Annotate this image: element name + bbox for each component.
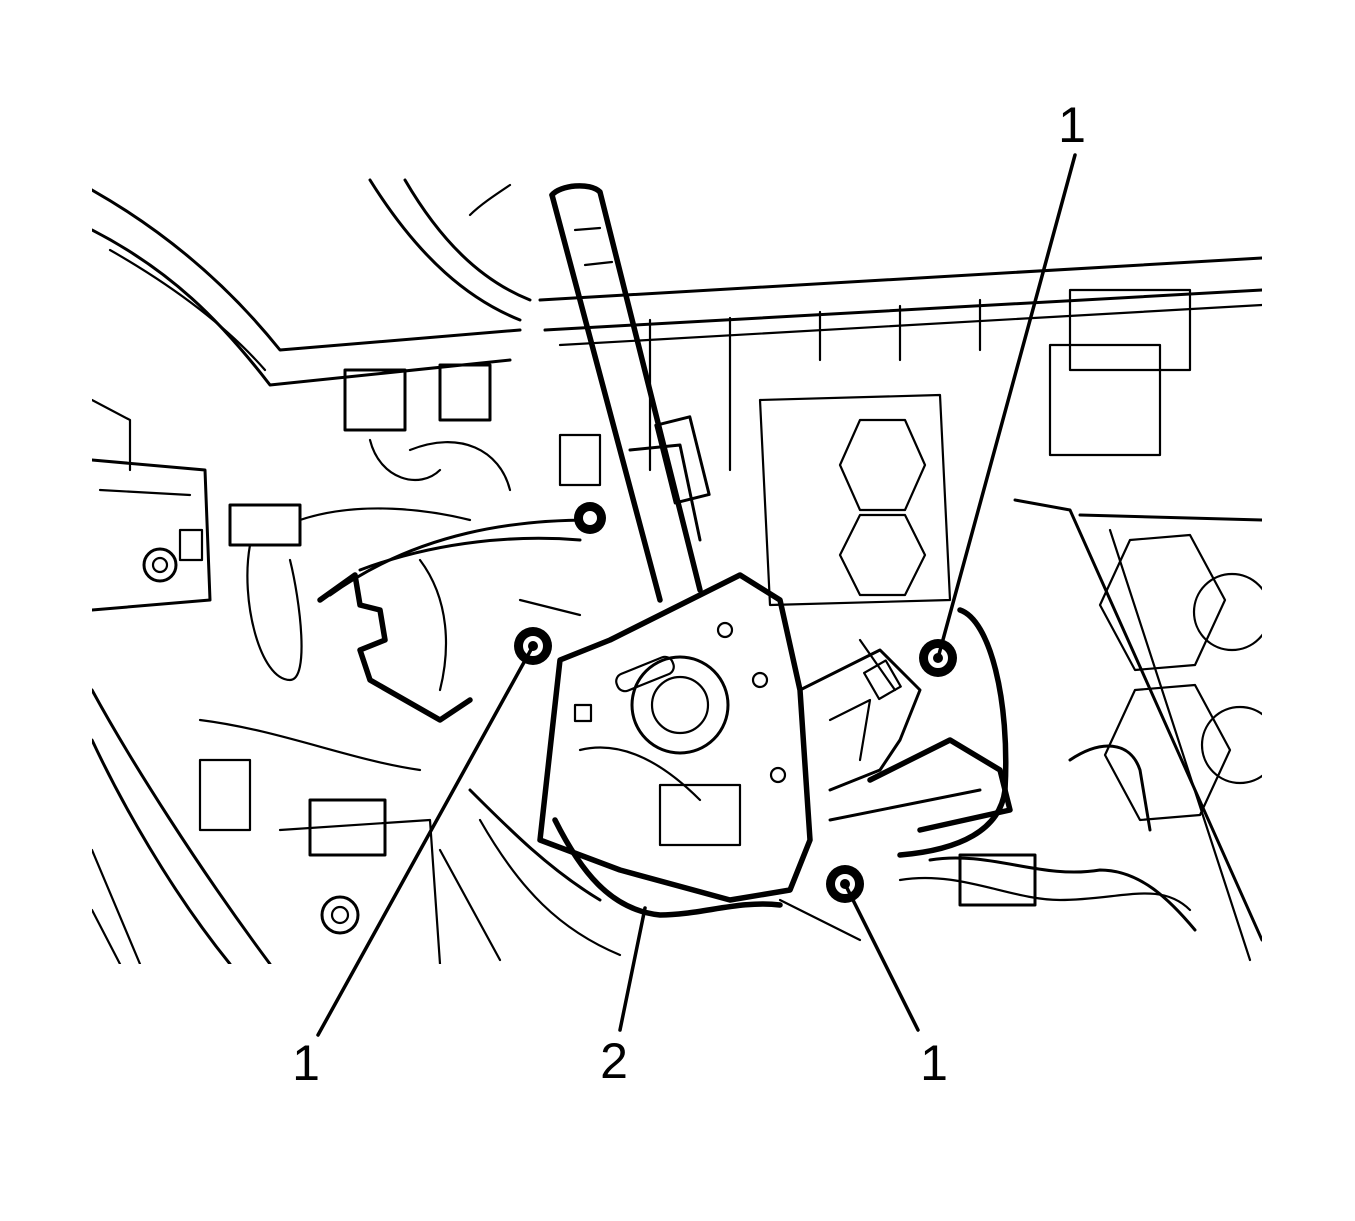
callout-label-1-top-right: 1 (1058, 97, 1086, 153)
leader-lines (316, 153, 1077, 1037)
shift-lever (549, 183, 711, 603)
pivot-bolt (574, 502, 606, 534)
illustration (92, 178, 1262, 964)
callout-labels: 1 1 2 1 (292, 97, 1086, 1091)
lower-harness (438, 788, 862, 962)
shifter-base-plate (537, 572, 813, 903)
leader-line-1-bottom-right (843, 882, 920, 1032)
callout-label-2: 2 (600, 1033, 628, 1089)
wiring-harness-left (198, 363, 602, 964)
side-panel-right (1013, 498, 1262, 962)
left-bracket (92, 398, 272, 964)
shifter-bracket-arm (317, 518, 592, 723)
callout-label-1-bottom-right: 1 (920, 1035, 948, 1091)
upper-beam (92, 178, 532, 387)
leader-line-1-left (316, 644, 535, 1037)
honeycomb-panel (758, 393, 952, 607)
leader-line-1-top-right (936, 153, 1077, 660)
leader-line-2 (618, 906, 647, 1032)
cross-member (538, 256, 1262, 472)
detent-assembly (798, 607, 1197, 932)
callout-label-1-left: 1 (292, 1035, 320, 1091)
